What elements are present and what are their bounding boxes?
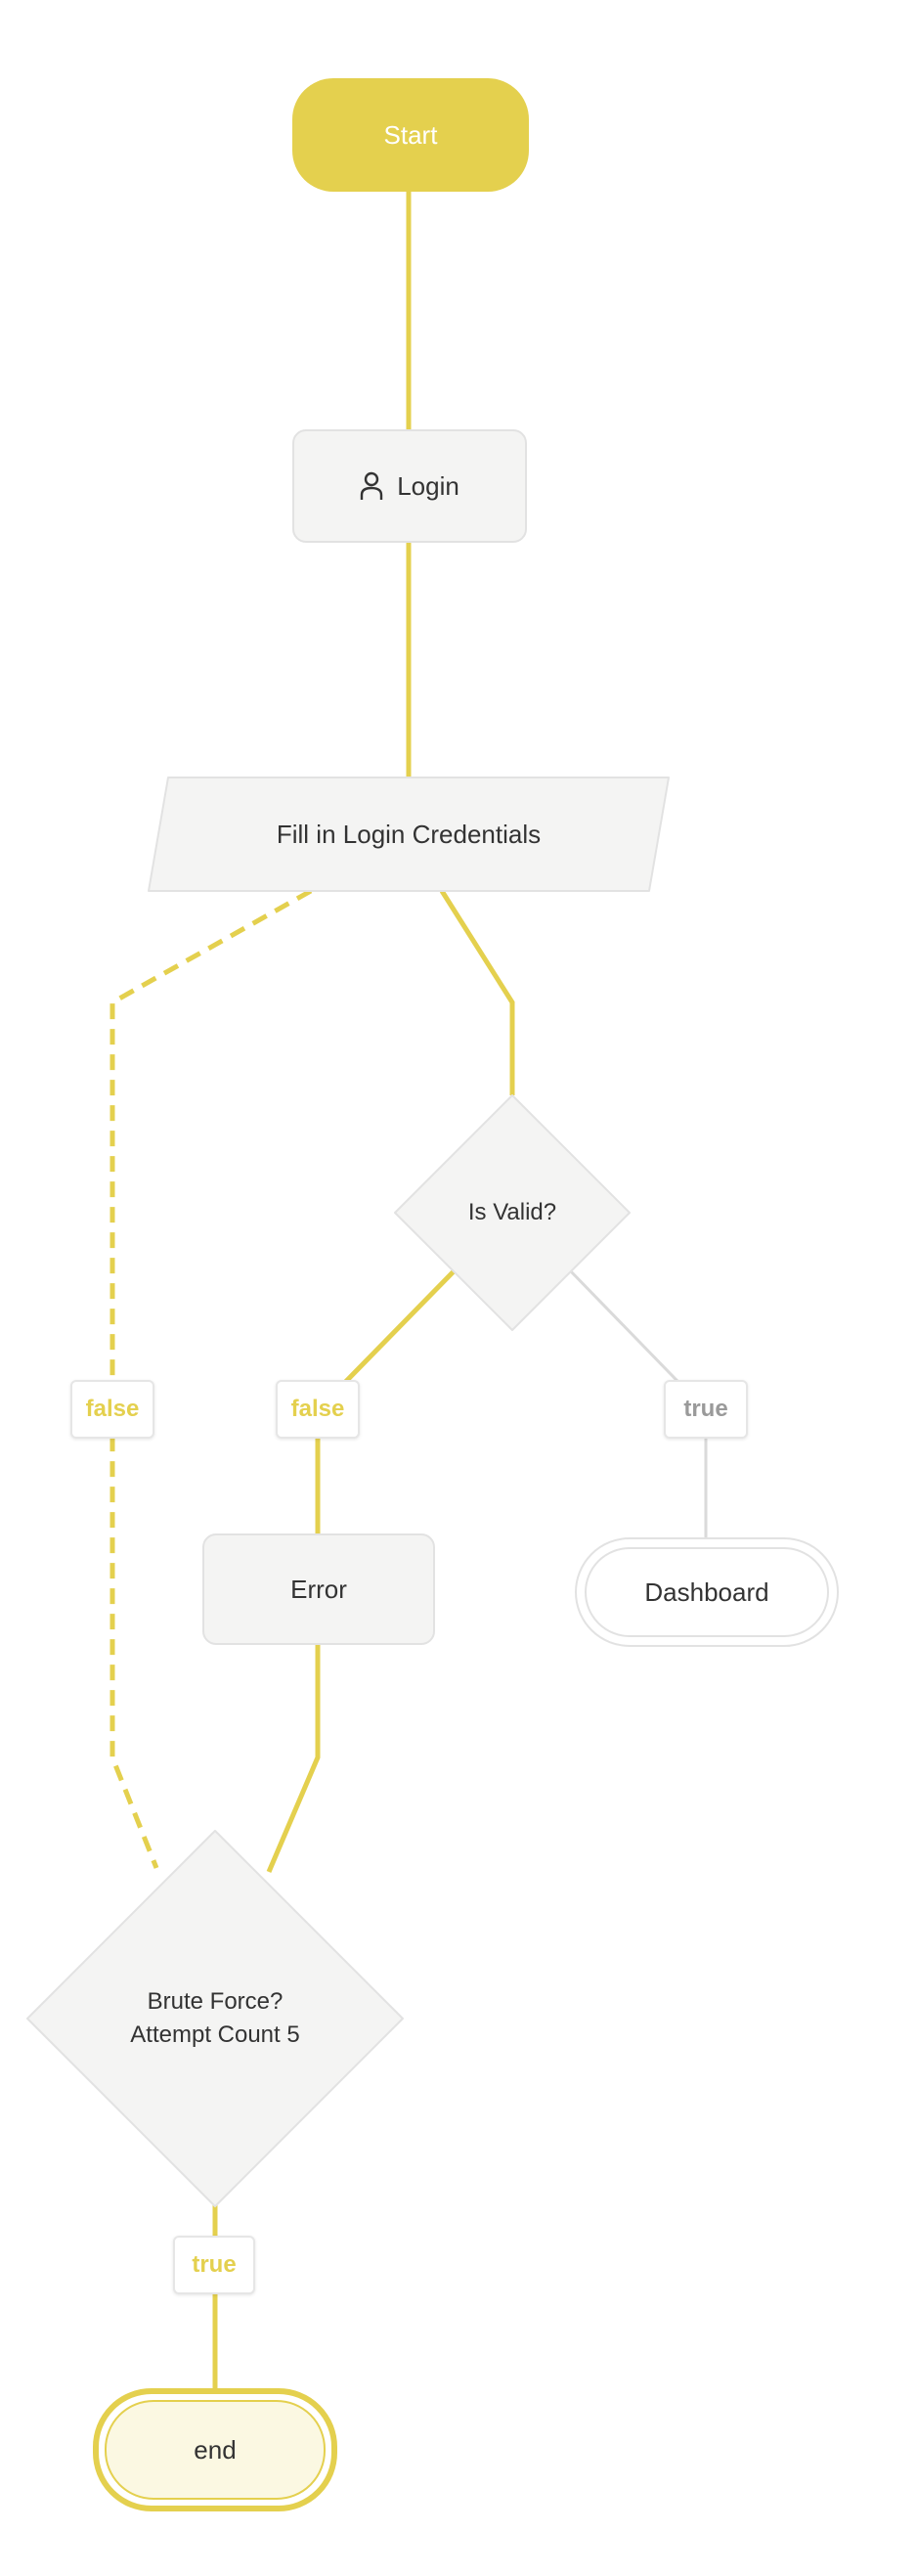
is-valid-node[interactable]: Is Valid? <box>395 1095 630 1330</box>
fill-credentials-node-label: Fill in Login Credentials <box>276 819 542 849</box>
brute-force-node-label-line2: Attempt Count 5 <box>130 2021 300 2048</box>
fill-credentials-node[interactable]: Fill in Login Credentials <box>149 777 669 891</box>
edge-label-brute-to-end: true <box>173 2236 255 2294</box>
dashboard-node-inner-border <box>585 1547 829 1637</box>
edge-fill-isvalid <box>439 889 515 1095</box>
start-node-label: Start <box>383 119 438 150</box>
is-valid-node-label: Is Valid? <box>467 1199 557 1225</box>
edge-label-isvalid-to-dashboard: true <box>664 1380 748 1439</box>
error-node-label: Error <box>290 1574 347 1604</box>
edge-label-fill-to-brute: false <box>70 1380 154 1439</box>
end-node-label: end <box>194 2434 237 2465</box>
user-icon <box>360 471 383 501</box>
login-node-label: Login <box>397 470 459 501</box>
brute-force-node[interactable]: Brute Force? Attempt Count 5 <box>27 1831 403 2206</box>
edge-error-brute <box>266 1645 321 1873</box>
dashboard-node[interactable]: Dashboard <box>575 1537 839 1647</box>
end-node-inner-border <box>105 2400 326 2500</box>
error-node[interactable]: Error <box>202 1533 435 1645</box>
brute-force-node-shape <box>26 1830 404 2207</box>
start-node[interactable]: Start <box>292 78 529 192</box>
edge-label-isvalid-to-error: false <box>276 1380 360 1439</box>
login-node[interactable]: Login <box>292 429 527 543</box>
fill-credentials-node-shape <box>148 777 670 892</box>
end-node[interactable]: end <box>93 2388 337 2511</box>
edge-fill-brute-dashed <box>109 888 313 1869</box>
brute-force-node-label-line1: Brute Force? <box>147 1988 284 2015</box>
dashboard-node-label: Dashboard <box>644 1577 769 1607</box>
is-valid-node-shape <box>394 1094 631 1331</box>
